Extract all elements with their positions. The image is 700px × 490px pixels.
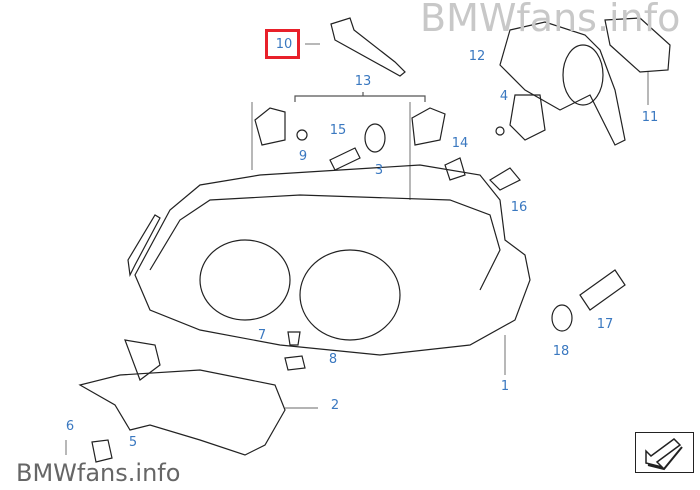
part-label-4[interactable]: 4 <box>499 89 509 104</box>
part-10-shape <box>330 17 406 77</box>
part-label-15[interactable]: 15 <box>329 123 347 138</box>
part-label-8[interactable]: 8 <box>328 352 338 367</box>
part-label-11[interactable]: 11 <box>641 110 659 125</box>
selected-part-highlight <box>265 29 300 59</box>
part-label-18[interactable]: 18 <box>552 344 570 359</box>
part-label-12[interactable]: 12 <box>468 49 486 64</box>
navigate-back-button[interactable] <box>635 432 694 473</box>
part-label-13[interactable]: 13 <box>354 74 372 89</box>
arrow-down-left-icon <box>645 438 683 471</box>
part-label-14[interactable]: 14 <box>451 136 469 151</box>
part-label-3[interactable]: 3 <box>374 163 384 178</box>
part-label-2[interactable]: 2 <box>330 398 340 413</box>
part-label-1[interactable]: 1 <box>500 379 510 394</box>
part-2-bracket <box>78 369 286 456</box>
part-label-6[interactable]: 6 <box>65 419 75 434</box>
part-label-10[interactable]: 10 <box>275 37 293 52</box>
part-label-7[interactable]: 7 <box>257 328 267 343</box>
watermark-bottom: BMWfans.info <box>16 459 181 487</box>
part-label-9[interactable]: 9 <box>298 149 308 164</box>
part-label-17[interactable]: 17 <box>596 317 614 332</box>
watermark-top: BMWfans.info <box>420 0 681 40</box>
part-1-housing <box>134 164 531 356</box>
part-label-16[interactable]: 16 <box>510 200 528 215</box>
part-label-5[interactable]: 5 <box>128 435 138 450</box>
